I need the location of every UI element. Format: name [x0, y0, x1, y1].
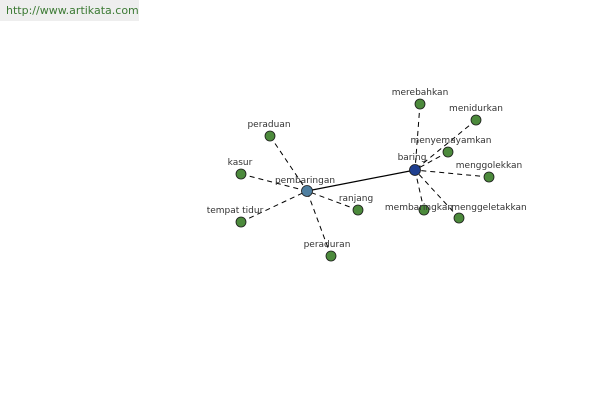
edge-baring-merebahkan: [414, 103, 421, 171]
node-label-peraduan[interactable]: peraduan: [247, 120, 290, 130]
edge-pembaringan-peraduan: [269, 135, 308, 192]
node-label-baring[interactable]: baring: [398, 153, 427, 163]
node-label-menggeletakkan[interactable]: menggeletakkan: [451, 203, 527, 213]
edge-baring-menidurkan: [414, 119, 477, 171]
node-label-ranjang[interactable]: ranjang: [339, 194, 373, 204]
node-label-menidurkan[interactable]: menidurkan: [449, 104, 503, 114]
node-label-peraduran[interactable]: peraduran: [304, 240, 351, 250]
edge-baring-menggeletakkan: [414, 169, 460, 219]
edge-pembaringan-peraduran: [306, 190, 332, 257]
node-merebahkan[interactable]: [414, 98, 426, 110]
node-pembaringan[interactable]: [301, 185, 313, 197]
edge-baring-menggolekkan: [414, 169, 490, 178]
graph-edges: [240, 103, 490, 257]
node-label-tempat-tidur[interactable]: tempat tidur: [207, 206, 264, 216]
node-menyemayamkan[interactable]: [442, 146, 454, 158]
node-menggeletakkan[interactable]: [453, 212, 465, 224]
node-label-membaringkan[interactable]: membaringkan: [385, 203, 453, 213]
node-membaringkan[interactable]: [418, 204, 430, 216]
edge-baring-menyemayamkan: [414, 151, 449, 171]
edge-pembaringan-ranjang: [306, 190, 359, 211]
node-peraduran[interactable]: [325, 250, 337, 262]
node-label-menyemayamkan[interactable]: menyemayamkan: [410, 136, 491, 146]
edge-pembaringan-tempat-tidur: [240, 190, 308, 223]
node-tempat-tidur[interactable]: [235, 216, 247, 228]
edge-pembaringan-baring: [306, 169, 416, 192]
node-peraduan[interactable]: [264, 130, 276, 142]
node-menggolekkan[interactable]: [483, 171, 495, 183]
node-label-menggolekkan[interactable]: menggolekkan: [456, 161, 522, 171]
node-label-kasur[interactable]: kasur: [228, 158, 253, 168]
edge-pembaringan-kasur: [240, 173, 308, 192]
node-label-pembaringan[interactable]: pembaringan: [275, 176, 335, 186]
node-ranjang[interactable]: [352, 204, 364, 216]
url-banner: http://www.artikata.com: [0, 0, 139, 21]
edge-baring-membaringkan: [414, 169, 425, 211]
node-kasur[interactable]: [235, 168, 247, 180]
site-url[interactable]: http://www.artikata.com: [6, 4, 139, 17]
node-label-merebahkan[interactable]: merebahkan: [392, 88, 449, 98]
node-menidurkan[interactable]: [470, 114, 482, 126]
node-baring[interactable]: [409, 164, 421, 176]
